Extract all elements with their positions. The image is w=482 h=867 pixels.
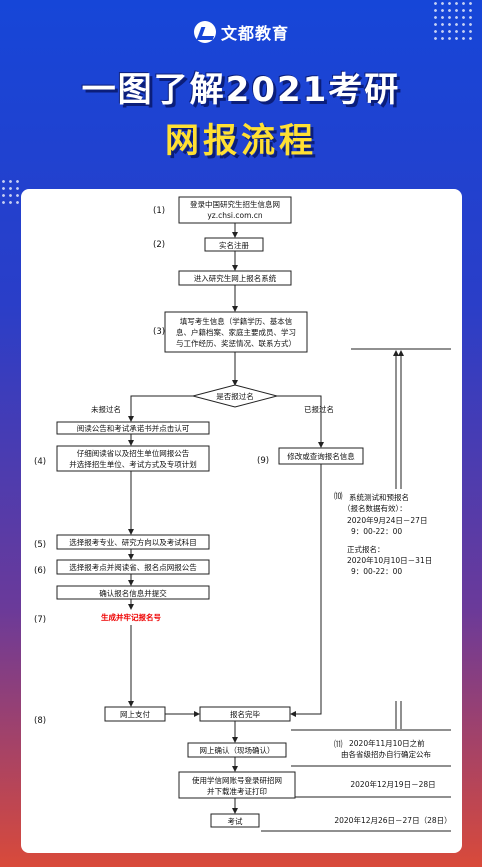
step5-label: 选择报考专业、研究方向以及考试科目: [69, 537, 197, 547]
decision-label: 是否报过名: [216, 391, 254, 401]
step5-number: (5): [34, 540, 46, 550]
step4-number: (4): [34, 457, 46, 467]
note10-number: ⑽: [334, 491, 343, 502]
step4-line1: 仔细阅读省以及招生单位网报公告: [77, 448, 190, 458]
exam-date: 2020年12月26日－27日（28日）: [334, 815, 451, 825]
done-box: [199, 706, 291, 722]
read-notice-label: 阅读公告和考试承诺书并点击认可: [77, 423, 190, 433]
print-line1: 使用学信网账号登录研招网: [192, 775, 282, 785]
flowchart: (1) 登录中国研究生招生信息网 yz.chsi.com.cn (2) 实名注册…: [34, 196, 453, 832]
confirm-box: [56, 585, 210, 600]
step4-line2: 并选择招生单位、考试方式及专项计划: [69, 459, 197, 469]
step1-number: (1): [153, 206, 165, 216]
step3-line2: 息、户籍档案、家庭主要成员、学习: [176, 327, 296, 337]
print-date: 2020年12月19日－28日: [350, 779, 435, 789]
branch-no-label: 未报过名: [91, 404, 121, 414]
step4-box: [56, 445, 210, 472]
print-date-bg: [341, 777, 445, 789]
note10-sub: （报名数据有效）：: [343, 503, 407, 513]
step2-number: (2): [153, 240, 165, 250]
step7-label: 生成并牢记报名号: [101, 612, 161, 622]
brand-name: 文都教育: [221, 24, 290, 43]
exam-date-bg: [335, 813, 453, 825]
step6-box: [56, 559, 210, 575]
step3-line3: 与工作经历、奖惩情况、联系方式）: [176, 338, 296, 348]
formal-time: 9：00-22：00: [351, 567, 402, 576]
print-box: [178, 771, 296, 799]
brand-logo: 文都教育: [194, 19, 289, 45]
confirm-label: 确认报名信息并提交: [99, 588, 167, 598]
step9-label: 修改或查询报名信息: [287, 451, 355, 461]
note10-date: 2020年9月24日－27日: [347, 515, 427, 525]
step6-label: 选择报考点并阅读省、报名点网报公告: [69, 562, 197, 572]
print-line2: 并下载准考证打印: [207, 786, 267, 796]
step3-line1: 填写考生信息（学籍学历、基本信: [180, 316, 293, 326]
decision-diamond: [191, 384, 279, 408]
step1-label: 登录中国研究生招生信息网: [190, 199, 280, 209]
note11-line1: 2020年11月10日之前: [349, 738, 425, 748]
note11-line2: 由各省级招办自行确定公布: [341, 749, 431, 759]
arrow-decision-yes: [277, 395, 324, 448]
note11-number: ⑾: [334, 739, 343, 750]
step5-box: [56, 534, 210, 550]
exam-label: 考试: [228, 816, 243, 826]
step3-box: [164, 311, 308, 353]
formal-date: 2020年10月10日－31日: [347, 555, 432, 565]
note10-title: 系统测试和预报名: [349, 492, 409, 502]
exam-box: [210, 813, 260, 828]
arrow-decision-no: [128, 395, 193, 422]
flowchart-card: (1) 登录中国研究生招生信息网 yz.chsi.com.cn (2) 实名注册…: [21, 189, 462, 853]
done-label: 报名完毕: [230, 709, 260, 719]
step3-number: (3): [153, 327, 165, 337]
step2-box: [204, 237, 264, 252]
step6-number: (6): [34, 566, 46, 576]
page-title: 一图了解2021考研: [81, 70, 401, 110]
enter-system-label: 进入研究生网上报名系统: [194, 273, 277, 283]
arrow-9-done: [290, 464, 322, 717]
note10-time: 9：00-22：00: [351, 527, 402, 536]
onsite-box: [187, 742, 287, 758]
formal-title: 正式报名：: [347, 544, 385, 554]
wendu-logo-icon: [194, 21, 216, 43]
read-notice-box: [56, 421, 210, 435]
note10-bg: [335, 489, 453, 701]
decor-dots-top-right: [432, 0, 476, 44]
branch-yes-label: 已报过名: [304, 404, 334, 414]
note11-bg: [333, 735, 453, 763]
step8-number: (8): [34, 716, 46, 726]
page-subtitle: 网报流程: [165, 121, 317, 161]
step1-url: yz.chsi.com.cn: [207, 211, 263, 220]
step7-number: (7): [34, 615, 46, 625]
pay-label: 网上支付: [120, 709, 150, 719]
step2-label: 实名注册: [219, 240, 249, 250]
onsite-label: 网上确认（现场确认）: [200, 745, 275, 755]
step9-number: (9): [257, 456, 269, 466]
step1-box: [178, 196, 292, 224]
decor-dots-left: [0, 178, 22, 208]
